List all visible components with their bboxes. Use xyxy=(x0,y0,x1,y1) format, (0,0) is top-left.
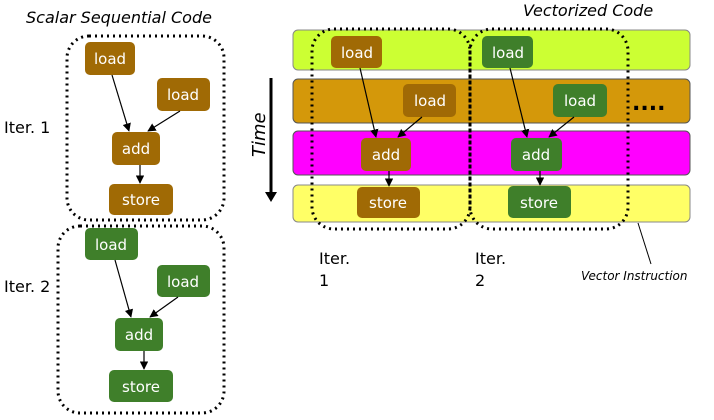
scalar-iter1-load-b-label: load xyxy=(167,86,199,104)
vector-iter1-store-label: store xyxy=(369,194,407,212)
scalar-title: Scalar Sequential Code xyxy=(26,8,212,27)
scalar-iter2-group xyxy=(56,224,226,415)
time-label: Time xyxy=(249,112,270,157)
scalar-iter1-group xyxy=(65,34,226,222)
scalar-iter2-arrow-load-b-add xyxy=(149,296,179,318)
scalar-iter2-load-a-label: load xyxy=(95,236,127,254)
vector-iter1-label: Iter. xyxy=(319,249,350,268)
vector-title: Vectorized Code xyxy=(523,1,653,20)
vector-iter2-label: Iter. xyxy=(475,249,506,268)
vector-iter2-arrow-load-a-add xyxy=(509,67,530,138)
scalar-iter2-arrow-load-a-add xyxy=(114,259,134,318)
vector-instruction-leader xyxy=(637,222,652,265)
vector-iter2-load-a xyxy=(482,36,533,68)
vector-iter1-add-label: add xyxy=(372,146,400,164)
vector-iter1-load-b-label: load xyxy=(414,92,446,110)
scalar-iter2-add-label: add xyxy=(125,326,153,344)
scalar-iter1-add-label: add xyxy=(122,140,150,158)
scalar-iter2-load-b xyxy=(157,265,210,297)
scalar-iter1-load-b xyxy=(157,78,210,111)
scalar-iter1-store xyxy=(109,184,173,215)
vector-lane-add xyxy=(292,130,691,176)
vector-iter1-load-a-label: load xyxy=(341,44,373,62)
vector-iter1-arrow-load-a-add xyxy=(359,67,379,138)
scalar-iter1-add xyxy=(112,132,160,165)
vector-instruction-label: Vector Instruction xyxy=(581,269,688,283)
scalar-iter2-add xyxy=(115,318,163,351)
scalar-iter1-store-label: store xyxy=(122,191,160,209)
vector-iter1-group xyxy=(310,27,472,231)
vector-lane-store xyxy=(292,184,691,223)
vector-iter1-load-a xyxy=(331,36,382,68)
scalar-iter2-load-a xyxy=(85,228,138,260)
vector-lane-load-b xyxy=(292,78,691,124)
vector-iter2-load-a-label: load xyxy=(492,44,524,62)
vector-iter2-number: 2 xyxy=(475,271,485,290)
scalar-iter1-label: Iter. 1 xyxy=(4,118,50,137)
scalar-iter1-load-a-label: load xyxy=(94,50,126,68)
scalar-iter2-label: Iter. 2 xyxy=(4,277,50,296)
vector-iter2-load-b xyxy=(553,84,607,117)
time-arrow-head xyxy=(265,192,277,202)
vector-iter2-store xyxy=(508,186,571,218)
vector-iter2-group xyxy=(468,27,630,231)
vector-ellipsis: .... xyxy=(632,91,665,116)
vector-iter1-load-b xyxy=(403,84,456,117)
scalar-iter2-store xyxy=(109,370,173,402)
vector-iter2-load-b-label: load xyxy=(564,92,596,110)
vector-iter2-add xyxy=(511,138,562,171)
scalar-iter2-store-label: store xyxy=(122,378,160,396)
scalar-iter2-load-b-label: load xyxy=(167,273,199,291)
vector-iter2-add-label: add xyxy=(522,146,550,164)
vector-iter1-number: 1 xyxy=(319,271,329,290)
scalar-iter1-arrow-load-b-add xyxy=(147,110,181,132)
vector-iter2-arrow-load-b-add xyxy=(548,116,575,138)
vector-iter1-store xyxy=(357,187,420,218)
scalar-iter1-load-a xyxy=(85,42,135,75)
vector-iter1-arrow-load-b-add xyxy=(397,116,423,138)
scalar-iter1-arrow-load-a-add xyxy=(111,74,131,132)
vector-iter1-add xyxy=(361,138,411,171)
vector-iter2-store-label: store xyxy=(520,194,558,212)
